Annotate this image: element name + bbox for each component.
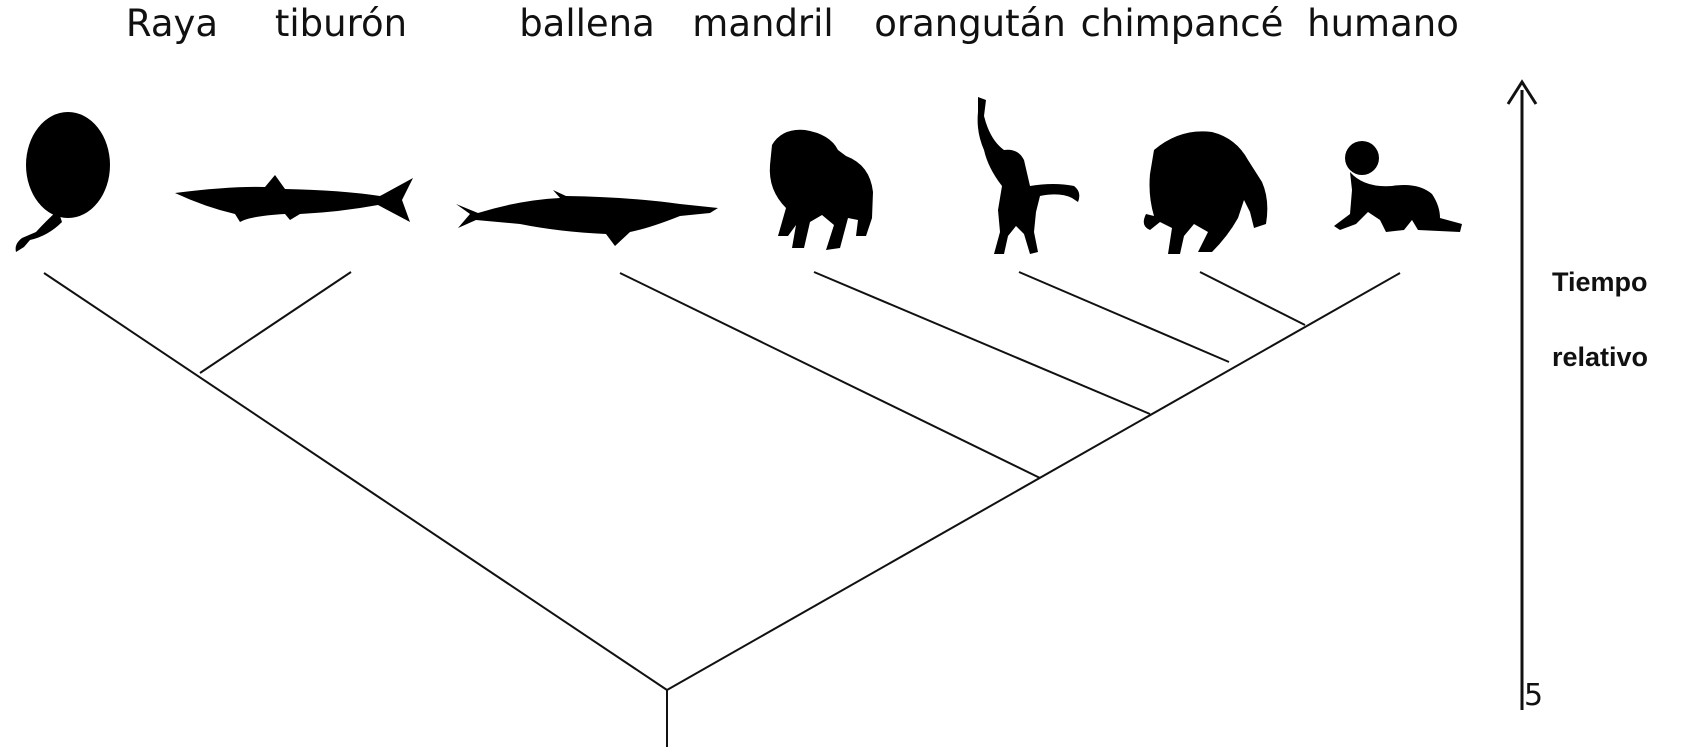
taxon-label-mandril: mandril — [692, 2, 834, 45]
axis-tick-label: 5 — [1524, 678, 1544, 713]
branch-orangutan — [1018, 271, 1230, 363]
branch-raya — [43, 272, 668, 691]
branch-tiburon — [199, 271, 352, 374]
taxon-label-humano: humano — [1307, 2, 1459, 45]
time-axis — [1506, 79, 1538, 710]
taxon-label-ballena: ballena — [519, 2, 655, 45]
taxon-label-tiburon: tiburón — [274, 2, 408, 45]
tree-branches — [43, 271, 1401, 747]
silhouettes — [15, 97, 1462, 254]
taxon-label-chimpance: chimpancé — [1080, 2, 1284, 45]
branch-chimpance — [1199, 271, 1306, 326]
branch-ballena — [619, 272, 1041, 479]
shark-icon — [175, 175, 413, 222]
orangutan-icon — [977, 97, 1080, 254]
taxon-label-orangutan: orangután — [874, 2, 1066, 45]
chimpanzee-icon — [1143, 131, 1268, 254]
whale-icon — [456, 190, 718, 246]
branch-humano — [666, 272, 1401, 691]
stingray-icon — [15, 112, 110, 252]
branch-mandril — [813, 271, 1151, 415]
taxon-label-raya: Raya — [125, 2, 219, 45]
baby-icon — [1334, 141, 1462, 232]
arrow-up-icon — [1506, 79, 1538, 105]
mandrill-icon — [769, 129, 873, 250]
axis-title-line1: Tiempo — [1552, 267, 1648, 297]
axis-title-line2: relativo — [1552, 342, 1649, 372]
